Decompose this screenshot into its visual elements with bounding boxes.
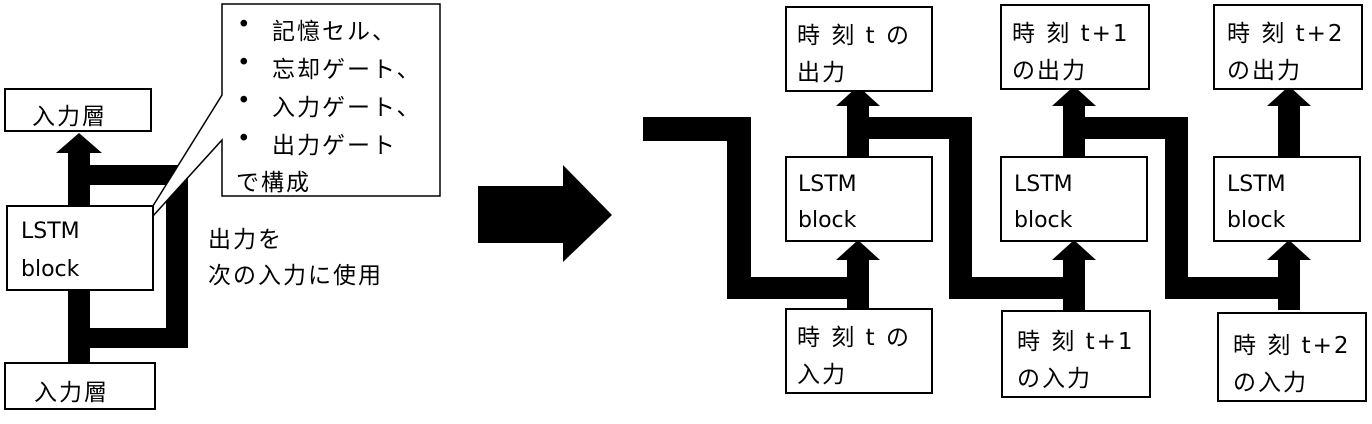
step2-input-stem	[1063, 258, 1085, 310]
left-output-layer-label: 入力層	[32, 104, 107, 130]
step3-input-line1: 時 刻 t+2	[1233, 333, 1351, 359]
recurrent-note-line1: 出力を	[208, 227, 283, 253]
step1-input-line2: 入力	[797, 362, 847, 388]
step3-output-stem	[1278, 103, 1300, 158]
link2-vertical	[1165, 117, 1188, 299]
step3-lstm-block: LSTM block	[1213, 156, 1361, 242]
step1-input-arrowhead	[836, 240, 880, 260]
callout-bullet: •	[237, 88, 253, 114]
step3-output-line1: 時 刻 t+2	[1227, 21, 1345, 47]
step2-input-line1: 時 刻 t+1	[1017, 329, 1135, 355]
unrolled-chain	[643, 86, 1311, 310]
left-output-arrowhead	[56, 133, 102, 153]
left-lstm-label-line2: block	[21, 257, 80, 282]
step3-output-box: 時 刻 t+2 の出力	[1213, 4, 1363, 90]
link2-top	[1063, 117, 1188, 139]
step1-input-line1: 時 刻 t の	[797, 325, 911, 351]
recurrent-note-line2: 次の入力に使用	[208, 263, 383, 289]
step3-input-line2: の入力	[1233, 370, 1308, 396]
step2-input-line2: の入力	[1017, 366, 1092, 392]
step3-input-arrowhead	[1267, 240, 1311, 260]
step2-input-box: 時 刻 t+1 の入力	[1001, 310, 1151, 398]
left-input-layer-box: 入力層	[4, 362, 156, 410]
callout-bullet: •	[237, 50, 253, 76]
left-lstm-label-line1: LSTM	[21, 219, 80, 244]
state-in-to-block1	[727, 277, 860, 299]
left-input-layer-label: 入力層	[34, 380, 109, 406]
step3-input-box: 時 刻 t+2 の入力	[1217, 312, 1367, 402]
step1-input-box: 時 刻 t の 入力	[785, 308, 933, 394]
step2-output-line2: の出力	[1012, 58, 1087, 84]
step1-output-line2: 出力	[797, 60, 847, 86]
left-block-input-stem	[68, 288, 90, 330]
left-loop-bottom-bar	[68, 328, 188, 348]
step2-lstm-block: LSTM block	[1000, 156, 1148, 242]
callout-bubble	[132, 3, 441, 239]
step2-output-arrowhead	[1052, 86, 1096, 106]
state-in-vertical	[727, 117, 751, 299]
step3-output-arrowhead	[1267, 86, 1311, 106]
link1-top	[847, 117, 972, 139]
step3-input-stem	[1278, 258, 1300, 310]
step1-block-line1: LSTM	[798, 172, 857, 197]
link2-bottom	[1165, 277, 1295, 299]
left-output-stem	[68, 150, 90, 205]
step1-output-line1: 時 刻 t の	[797, 23, 911, 49]
link1-bottom	[949, 277, 1079, 299]
step3-output-line2: の出力	[1227, 58, 1302, 84]
step3-block-line2: block	[1227, 208, 1286, 233]
callout-item-input-gate: 入力ゲート、	[272, 95, 422, 121]
step1-lstm-block: LSTM block	[785, 156, 933, 242]
step2-input-arrowhead	[1052, 240, 1096, 260]
step2-block-line1: LSTM	[1014, 172, 1073, 197]
callout-bullet: •	[237, 12, 253, 38]
left-loop-vertical-bar	[166, 165, 188, 348]
step3-block-line1: LSTM	[1227, 172, 1286, 197]
left-loop-top-bar	[68, 165, 188, 185]
step1-output-arrowhead	[836, 86, 880, 106]
step2-block-line2: block	[1014, 208, 1073, 233]
callout-bullet: •	[237, 126, 253, 152]
step1-output-box: 時 刻 t の 出力	[785, 6, 933, 92]
left-output-layer-box: 入力層	[4, 88, 152, 132]
step2-output-line1: 時 刻 t+1	[1012, 21, 1130, 47]
step1-block-line2: block	[798, 208, 857, 233]
callout-item-output-gate: 出力ゲート	[272, 133, 397, 159]
callout-footer: で構成	[236, 170, 311, 196]
callout-item-forget-gate: 忘却ゲート、	[272, 57, 422, 83]
transition-arrow	[478, 165, 612, 262]
callout-item-memory-cell: 記憶セル、	[272, 19, 397, 45]
step1-input-stem	[847, 258, 869, 310]
link1-vertical	[949, 117, 972, 299]
left-lstm-block: LSTM block	[6, 205, 154, 291]
step2-output-box: 時 刻 t+1 の出力	[1000, 4, 1150, 90]
